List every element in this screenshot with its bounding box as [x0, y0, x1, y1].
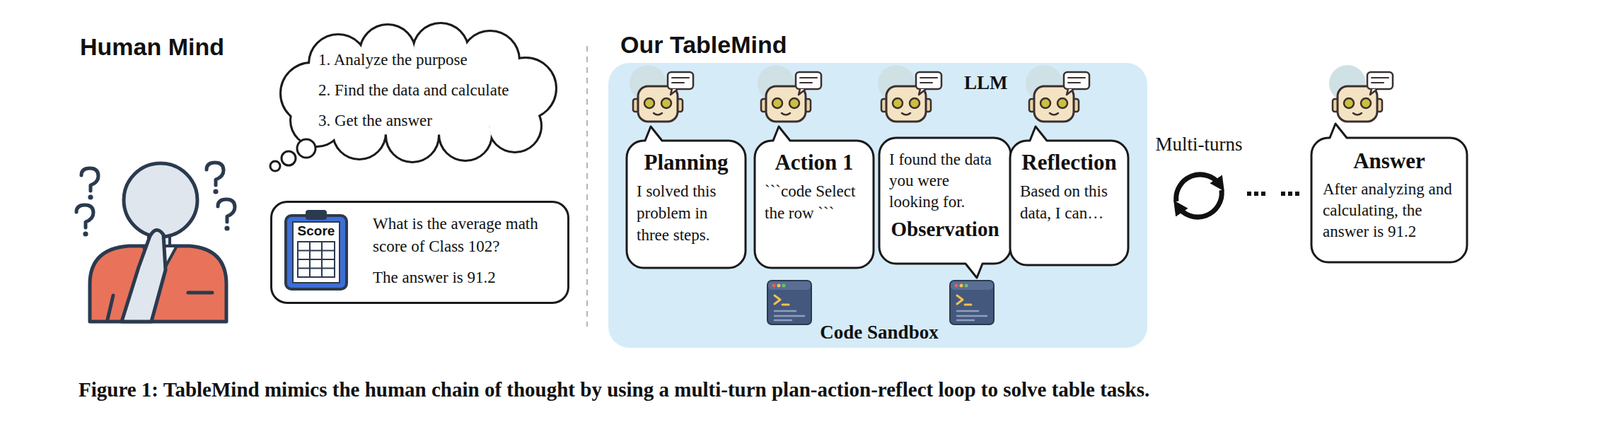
thought-cloud: 1. Analyze the purpose2. Find the data a…	[267, 28, 559, 153]
cloud-trail	[270, 161, 281, 172]
section-title: Human Mind	[79, 32, 225, 61]
ellipsis-dot	[1254, 191, 1259, 196]
ellipsis-dot	[1295, 191, 1300, 196]
bubble-outline	[754, 126, 874, 269]
bubble-body: ```code Select the row ```	[764, 180, 864, 225]
clipboard-grid	[297, 241, 335, 278]
bubble-heading: Action 1	[774, 149, 854, 177]
cycle-arrows	[1176, 174, 1222, 218]
robot-icon	[877, 65, 942, 122]
clipboard-icon	[285, 210, 347, 290]
clipboard-frame	[285, 215, 347, 290]
ellipsis-dot	[1280, 191, 1286, 196]
dashed-divider	[586, 45, 588, 327]
ellipsis-dot	[1261, 191, 1266, 196]
person-detail	[107, 292, 213, 320]
robot-icon	[1025, 65, 1090, 122]
cycle-arrow	[1176, 174, 1221, 202]
cloud-trail	[281, 151, 296, 166]
robot-icon	[1329, 65, 1393, 122]
terminal-icon	[767, 280, 812, 325]
question-mark	[206, 162, 224, 195]
bubble-body: After analyzing and calculating, the ans…	[1322, 178, 1456, 243]
bubble-outline	[626, 126, 746, 269]
bubble-outline	[1010, 126, 1129, 266]
answer-text: The answer is 91.2	[372, 266, 561, 290]
person-hand	[121, 229, 166, 322]
llm-label: LLM	[964, 71, 1008, 95]
clipboard-sheet	[292, 222, 340, 283]
bubble-body: I found the data you were looking for.	[889, 149, 1001, 213]
bubble-outline	[879, 137, 1011, 278]
bubble-body: I solved this problem in three steps.	[636, 180, 736, 247]
tablemind-panel: Our TableMindLLMPlanningI solved this pr…	[608, 62, 1148, 349]
cloud-step: 3. Get the answer	[318, 105, 559, 136]
ellipsis-dot	[1247, 191, 1252, 196]
speech-bubble: I found the data you were looking for.Ob…	[879, 137, 1011, 264]
question-mark	[81, 168, 99, 201]
bubble-heading: Answer	[1353, 147, 1426, 175]
question-mark	[76, 205, 94, 237]
robot-icon	[757, 65, 822, 122]
clipboard-label: Score	[297, 223, 336, 240]
speech-bubble: AnswerAfter analyzing and calculating, t…	[1311, 137, 1468, 263]
ellipsis-dot	[1288, 191, 1293, 196]
clipboard-clip	[305, 210, 327, 220]
thinking-person	[76, 162, 235, 322]
speech-bubble: Action 1 ```code Select the row ```	[754, 140, 874, 269]
sandbox-label: Code Sandbox	[819, 321, 938, 344]
terminal-icon	[949, 280, 994, 325]
cloud-trail	[297, 139, 316, 158]
cycle-arrow	[1177, 190, 1222, 218]
question-text: What is the average math score of Class …	[372, 212, 563, 259]
bubble-heading: Reflection	[1021, 149, 1117, 177]
robot-icon	[629, 65, 694, 122]
question-box: What is the average math score of Class …	[270, 200, 570, 305]
panel-title: Our TableMind	[620, 30, 787, 59]
cloud-step: 1. Analyze the purpose	[318, 44, 559, 75]
speech-bubble: ReflectionBased on this data, I can…	[1010, 140, 1129, 266]
clipboard-grid	[297, 241, 335, 278]
figure-caption: Figure 1: TableMind mimics the human cha…	[78, 377, 1150, 402]
cloud-step: 2. Find the data and calculate	[318, 74, 559, 106]
bubble-heading: Planning	[644, 149, 729, 177]
question-mark	[217, 199, 235, 232]
speech-bubble: Planning I solved this problem in three s…	[626, 140, 746, 269]
bubble-body: Based on this data, I can…	[1019, 180, 1119, 225]
person-head	[123, 163, 198, 237]
bubble-heading: Observation	[890, 215, 999, 243]
loop-label: Multi-turns	[1155, 132, 1243, 156]
bubble-outline	[1311, 123, 1468, 263]
panel-ground	[608, 62, 1148, 349]
ellipsis-dots	[1247, 191, 1300, 196]
